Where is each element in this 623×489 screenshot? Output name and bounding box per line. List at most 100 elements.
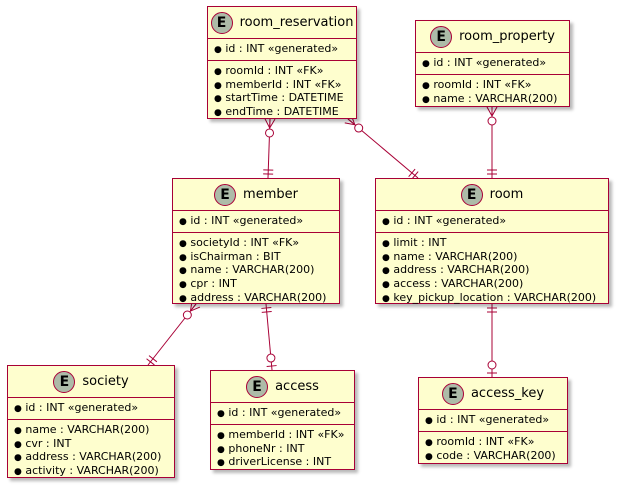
entity-badge-icon: E (430, 25, 453, 48)
one-marker (148, 355, 158, 363)
bullet-icon: ● (382, 238, 390, 249)
attribute-text: roomId : INT «FK» (433, 77, 532, 91)
bullet-icon: ● (14, 467, 22, 478)
attribute-row: ● id : INT «generated» (382, 214, 602, 229)
zero-marker (266, 353, 276, 363)
bullet-icon: ● (422, 80, 430, 91)
many-marker (344, 122, 355, 126)
attribute-text: roomId : INT «FK» (225, 63, 324, 77)
attribute-row: ● name : VARCHAR(200) (179, 263, 333, 278)
bullet-icon: ● (14, 439, 22, 450)
bullet-icon: ● (179, 252, 187, 263)
attribute-section: ● societyId : INT «FK»● isChairman : BIT… (173, 231, 339, 309)
many-marker (269, 118, 276, 129)
attribute-row: ● limit : INT (382, 236, 602, 251)
attribute-row: ● access : VARCHAR(200) (382, 277, 602, 292)
bullet-icon: ● (179, 238, 187, 249)
attribute-row: ● id : INT «generated» (217, 406, 348, 421)
zero-marker (487, 116, 497, 126)
attribute-text: access : VARCHAR(200) (393, 277, 524, 291)
entity-name: room (489, 187, 524, 202)
bullet-icon: ● (217, 409, 225, 419)
entity-name: access (275, 379, 319, 394)
attribute-row: ● id : INT «generated» (179, 214, 333, 229)
zero-marker (354, 123, 364, 133)
bullet-icon: ● (382, 280, 390, 291)
primary-key-section: ● id : INT «generated» (419, 409, 567, 431)
attribute-row: ● name : VARCHAR(200) (14, 423, 168, 438)
attribute-text: startTime : DATETIME (225, 91, 344, 105)
attribute-row: ● isChairman : BIT (179, 250, 333, 265)
attribute-text: id : INT «generated» (393, 214, 507, 227)
bullet-icon: ● (217, 444, 225, 455)
attribute-text: key_pickup_location : VARCHAR(200) (393, 290, 597, 304)
entity-badge-icon: E (210, 11, 233, 34)
zero-marker (182, 310, 192, 320)
attribute-text: id : INT «generated» (433, 56, 547, 69)
attribute-row: ● code : VARCHAR(200) (425, 449, 561, 464)
bullet-icon: ● (214, 80, 222, 91)
attribute-text: endTime : DATETIME (225, 105, 339, 119)
attribute-row: ● roomId : INT «FK» (422, 77, 563, 93)
entity-name: room_property (459, 29, 555, 44)
entity-badge-icon: E (441, 382, 464, 405)
bullet-icon: ● (14, 404, 22, 414)
zero-marker (265, 128, 275, 138)
entity-badge-icon: E (460, 183, 483, 206)
many-marker (486, 106, 493, 117)
attribute-section: ● limit : INT● name : VARCHAR(200)● addr… (376, 231, 608, 309)
bullet-icon: ● (214, 45, 222, 55)
attribute-text: driverLicense : INT (228, 455, 332, 469)
entity-name: member (243, 187, 298, 202)
bullet-icon: ● (422, 94, 430, 105)
attribute-text: memberId : INT «FK» (225, 77, 342, 91)
attribute-row: ● address : VARCHAR(200) (179, 290, 333, 306)
one-marker (408, 168, 416, 177)
one-marker (261, 311, 272, 313)
attribute-row: ● startTime : DATETIME (214, 91, 350, 106)
bullet-icon: ● (425, 416, 433, 426)
primary-key-section: ● id : INT «generated» (8, 397, 174, 419)
attribute-text: cpr : INT (190, 277, 237, 291)
attribute-row: ● roomId : INT «FK» (214, 63, 350, 79)
attribute-row: ● societyId : INT «FK» (179, 236, 333, 251)
attribute-row: ● driverLicense : INT (217, 455, 348, 470)
attribute-text: id : INT «generated» (436, 413, 550, 426)
primary-key-section: ● id : INT «generated» (376, 210, 608, 232)
attribute-row: ● address : VARCHAR(200) (382, 263, 602, 278)
attribute-row: ● phoneNr : INT (217, 442, 348, 457)
primary-key-section: ● id : INT «generated» (416, 52, 569, 74)
attribute-row: ● id : INT «generated» (214, 42, 350, 57)
bullet-icon: ● (425, 451, 433, 462)
entity-name: access_key (470, 386, 545, 401)
entity-badge-icon: E (214, 183, 237, 206)
attribute-row: ● address : VARCHAR(200) (14, 450, 168, 465)
attribute-text: address : VARCHAR(200) (190, 290, 327, 304)
attribute-row: ● key_pickup_location : VARCHAR(200) (382, 290, 602, 306)
bullet-icon: ● (425, 437, 433, 448)
attribute-section: ● roomId : INT «FK»● memberId : INT «FK»… (208, 59, 356, 123)
many-marker (190, 306, 201, 312)
attribute-row: ● id : INT «generated» (422, 56, 563, 71)
bullet-icon: ● (179, 266, 187, 277)
bullet-icon: ● (214, 66, 222, 77)
attribute-text: name : VARCHAR(200) (393, 249, 518, 263)
zero-marker (487, 360, 497, 370)
attribute-text: name : VARCHAR(200) (190, 263, 315, 277)
bullet-icon: ● (14, 453, 22, 464)
bullet-icon: ● (382, 266, 390, 277)
bullet-icon: ● (382, 252, 390, 263)
one-marker (411, 171, 419, 180)
attribute-text: id : INT «generated» (228, 406, 342, 419)
one-marker (261, 307, 272, 309)
attribute-section: ● roomId : INT «FK»● name : VARCHAR(200) (416, 73, 569, 110)
